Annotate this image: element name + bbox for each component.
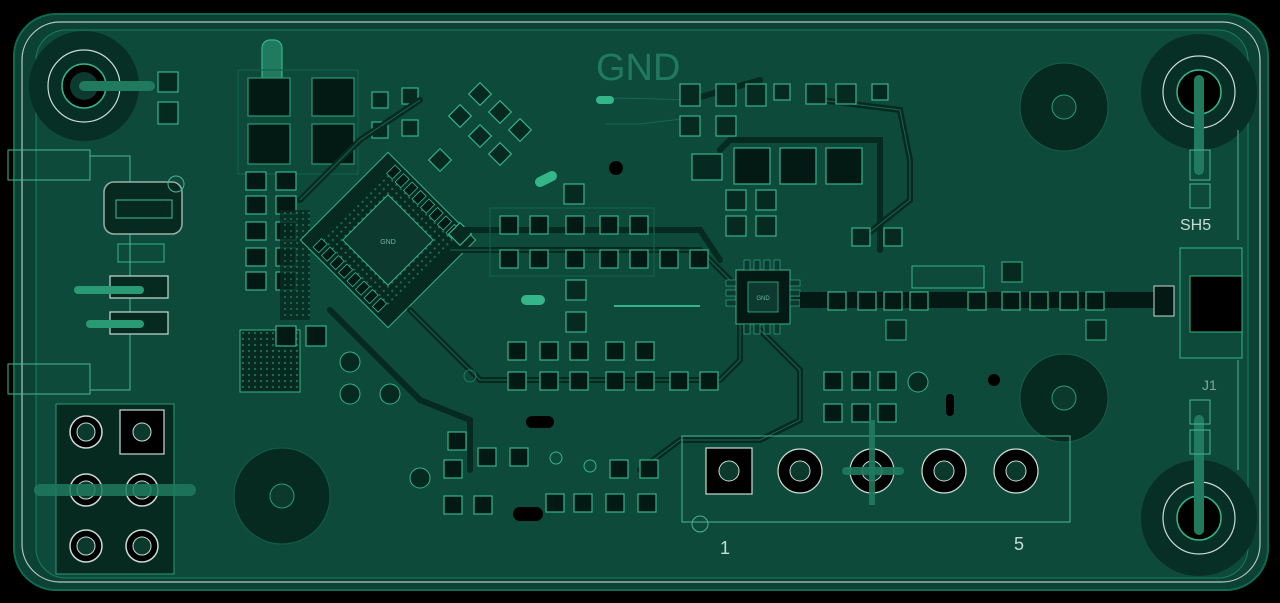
pin-first-label: 1 <box>720 538 730 558</box>
via-lower-right[interactable] <box>907 371 929 393</box>
pin-header-2x3[interactable] <box>34 403 196 575</box>
mounting-hole-top-right[interactable] <box>1141 34 1257 175</box>
pin-last-label: 5 <box>1014 534 1024 554</box>
pads-lower-middle <box>443 431 659 515</box>
mounting-hole-lower-center[interactable] <box>1019 353 1109 443</box>
passive-rows-upper <box>489 207 709 277</box>
mounting-hole-bottom-right[interactable] <box>1141 415 1257 576</box>
hatched-strip-left <box>280 210 310 320</box>
power-pads <box>237 69 359 175</box>
mounting-hole-top-left[interactable] <box>29 31 155 141</box>
mounting-hole-lower-left[interactable] <box>233 447 331 545</box>
connector-ref-label: J1 <box>1202 377 1217 393</box>
board-edge-line <box>21 21 1261 583</box>
pads-top-middle <box>563 83 903 247</box>
via-small[interactable] <box>988 374 1000 386</box>
shield-ref-label: SH5 <box>1180 217 1211 234</box>
trace-pill <box>535 171 557 187</box>
main-ic-label: GND <box>380 239 396 246</box>
via-mid-3[interactable] <box>583 459 597 473</box>
passive-rows-lower <box>507 279 719 391</box>
connector-silkscreen-left <box>7 149 131 395</box>
main-ic-qfn[interactable] <box>299 151 477 329</box>
rf-connector-right[interactable] <box>1153 247 1243 359</box>
via-lower-left[interactable] <box>409 467 431 489</box>
via-pair-a[interactable] <box>339 351 361 373</box>
mounting-hole-upper-center[interactable] <box>1019 62 1109 152</box>
pin-header-5[interactable] <box>681 420 1071 533</box>
rotated-pad-cluster <box>371 81 533 247</box>
gnd-net-label: GND <box>596 47 680 89</box>
via-mid[interactable] <box>463 369 477 383</box>
via-top[interactable] <box>609 161 623 175</box>
board-inner-pour <box>35 29 1249 579</box>
small-ic-qfn[interactable] <box>725 259 801 335</box>
right-edge-lines <box>1189 130 1239 470</box>
component-outline-left <box>74 175 185 335</box>
pads-lower-right <box>823 371 897 423</box>
rf-line <box>800 261 1160 341</box>
small-ic-label: GND <box>756 296 770 302</box>
pads-under-hatch <box>275 325 327 347</box>
via-mid-2[interactable] <box>549 451 563 465</box>
via-pair-c[interactable] <box>379 383 401 405</box>
via-pair-b[interactable] <box>339 383 361 405</box>
